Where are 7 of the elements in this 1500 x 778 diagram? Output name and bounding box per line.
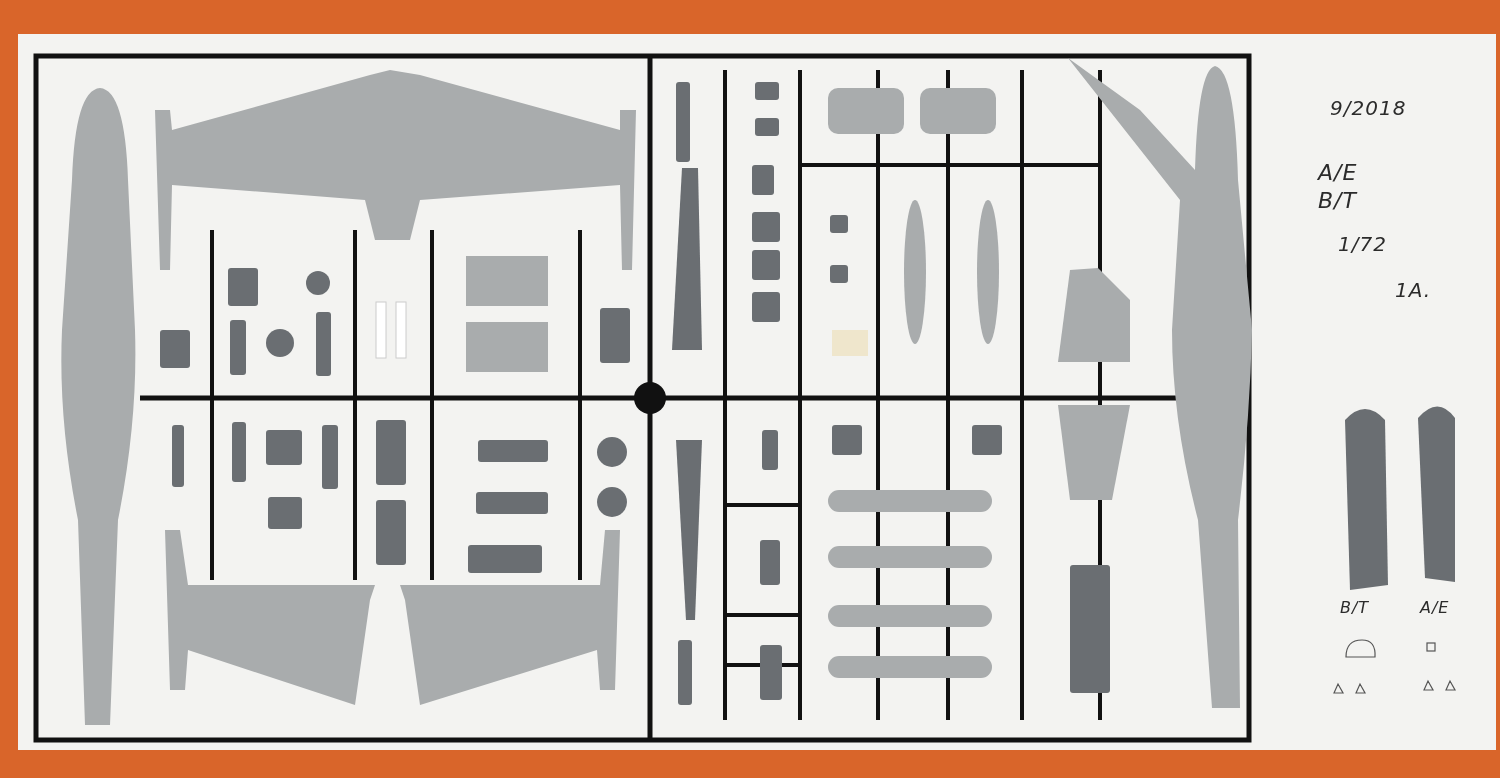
handwritten-note: 1/72 [1338,232,1387,256]
handwritten-note: B/T [1318,188,1357,213]
handwritten-note: 9/2018 [1330,96,1407,120]
handwritten-note: A/E [1420,598,1450,617]
handwritten-note: A/E [1318,160,1358,185]
handwritten-note: 1A. [1395,278,1432,302]
handwritten-note: B/T [1340,598,1370,617]
